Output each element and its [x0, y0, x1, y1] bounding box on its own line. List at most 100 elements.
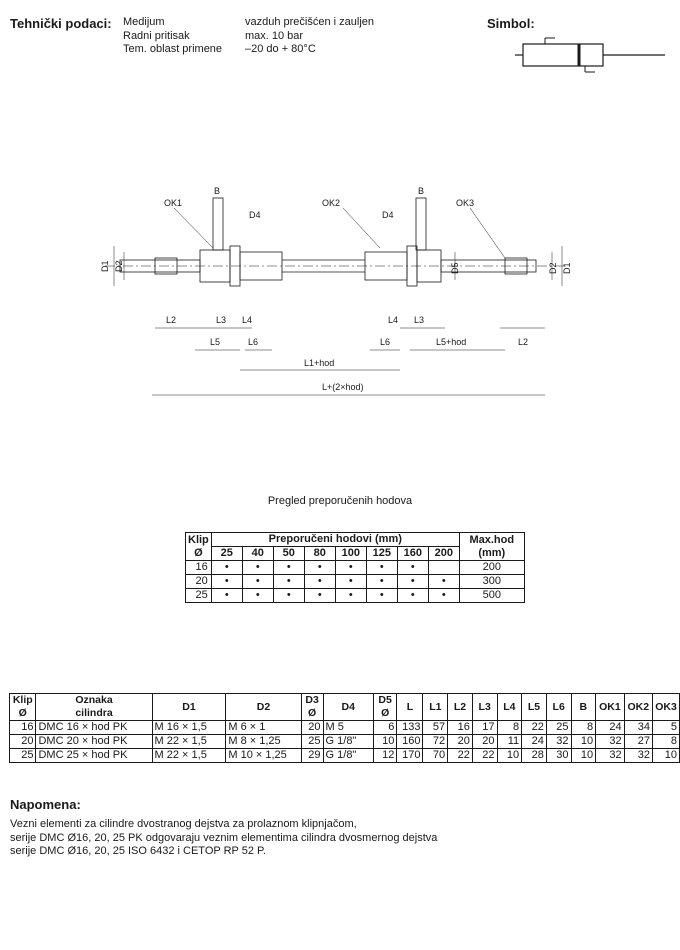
dims-header-cell: L2: [447, 693, 473, 721]
tech-key: Radni pritisak: [123, 29, 190, 42]
note-title: Napomena:: [10, 797, 81, 812]
max-cell: 300: [458, 574, 525, 589]
dims-cell: M 22 × 1,5: [151, 748, 227, 763]
dims-cell: 28: [521, 748, 547, 763]
dims-cell: 6: [372, 720, 398, 735]
dim-L1hod: L1+hod: [304, 358, 334, 368]
cylinder-symbol-icon: [515, 37, 665, 73]
dims-cell: 8: [496, 720, 523, 735]
dim-L6-left: L6: [248, 337, 258, 347]
dims-header-cell: OK1: [595, 693, 625, 721]
dims-cell: 16: [8, 720, 37, 735]
dim-L2-right: L2: [518, 337, 528, 347]
tech-value: –20 do + 80°C: [245, 43, 316, 55]
dims-header-text: L: [406, 700, 414, 713]
dims-header-text: L5: [527, 700, 541, 713]
dims-header-cell: L4: [496, 693, 523, 721]
label-OK2: OK2: [322, 198, 340, 208]
dim-L2-left: L2: [166, 315, 176, 325]
note-text: Vezni elementi za cilindre dvostranog de…: [10, 818, 437, 859]
dim-B-left: B: [214, 186, 220, 196]
dims-header-text: Ø: [381, 707, 390, 719]
dims-header-text: D4: [341, 700, 355, 713]
dims-cell: 29: [300, 748, 324, 763]
dims-header-text: D1: [182, 700, 196, 713]
table-row: 16 • • • • • • • 200: [185, 560, 525, 575]
dims-header-text: Ø: [18, 707, 27, 719]
dims-header-text: D5: [378, 694, 392, 706]
strokes-group-header: Preporučeni hodovi (mm): [210, 532, 460, 547]
dims-header-text: Ø: [307, 707, 317, 719]
dims-cell: 10: [570, 748, 597, 763]
dims-header-text: OK1: [599, 700, 621, 713]
dims-header-text: L4: [503, 700, 516, 713]
stroke-col: 25: [210, 546, 243, 561]
dims-cell: 20: [8, 734, 37, 749]
mark-cell: •: [334, 588, 367, 603]
dims-header-text: OK3: [655, 700, 677, 713]
mark-cell: •: [303, 574, 336, 589]
klip-sub: Ø: [194, 546, 203, 559]
mark-cell: •: [334, 560, 367, 575]
mark-cell: •: [427, 588, 460, 603]
dims-cell: 5: [652, 720, 680, 735]
dim-D5: D5: [450, 262, 460, 274]
tech-data-table: Medijum vazduh prečišćen i zauljen Radni…: [123, 16, 374, 57]
dim-L5-left: L5: [210, 337, 220, 347]
stroke-col: 125: [365, 546, 398, 561]
stroke-col: 50: [272, 546, 305, 561]
right-rod: [440, 259, 537, 273]
tech-row: Radni pritisak max. 10 bar: [123, 30, 374, 44]
mark-cell: •: [365, 588, 398, 603]
strokes-max-header: Max.hod (mm): [458, 532, 525, 561]
strokes-header-row: Klip Ø Preporučeni hodovi (mm) Max.hod (…: [185, 532, 525, 561]
stroke-col: 80: [303, 546, 336, 561]
stroke-col: 200: [427, 546, 460, 561]
right-foot-plate: [415, 197, 427, 251]
dim-D2-right: D2: [548, 262, 558, 274]
left-end-nut: [154, 257, 178, 275]
dims-cell: 32: [545, 734, 572, 749]
dims-cell: 22: [521, 720, 547, 735]
dims-cell: DMC 16 × hod PK: [35, 720, 153, 735]
tech-value: max. 10 bar: [245, 29, 304, 42]
dims-cell: 25: [8, 748, 37, 763]
dim-D4-left: D4: [249, 210, 261, 220]
dims-cell: 25: [545, 720, 572, 735]
klip-label: Klip: [188, 533, 209, 546]
dims-cell: 32: [595, 734, 625, 749]
dims-cell: 20: [300, 720, 324, 735]
mark-cell: [427, 560, 460, 575]
dims-header-cell: D1: [151, 693, 227, 721]
mark-cell: •: [210, 560, 243, 575]
dims-cell: 32: [623, 748, 654, 763]
dims-cell: 10: [496, 748, 523, 763]
dim-L5hod: L5+hod: [436, 337, 466, 347]
dims-cell: 57: [422, 720, 449, 735]
dims-cell: 27: [623, 734, 654, 749]
dims-cell: M 16 × 1,5: [151, 720, 227, 735]
strokes-table: Klip Ø Preporučeni hodovi (mm) Max.hod (…: [185, 532, 525, 603]
dims-cell: G 1/8": [322, 748, 374, 763]
stroke-col: 160: [396, 546, 429, 561]
dims-cell: 72: [422, 734, 449, 749]
klip-cell: 25: [185, 588, 212, 603]
dims-cell: 32: [595, 748, 625, 763]
dim-L4-right: L4: [388, 315, 398, 325]
dims-header-cell: D4: [322, 693, 374, 721]
dims-header-text: L1: [429, 700, 442, 713]
mark-cell: •: [241, 560, 274, 575]
label-OK3: OK3: [456, 198, 474, 208]
dims-cell: 34: [623, 720, 654, 735]
dims-header-text: D2: [256, 700, 271, 713]
dim-D1-right: D1: [562, 262, 570, 274]
strokes-title: Pregled preporučenih hodova: [267, 495, 413, 507]
label-OK1: OK1: [164, 198, 182, 208]
max-sub: (mm): [478, 546, 506, 559]
dims-header-text: D3: [305, 694, 319, 706]
dims-header-cell: OK2: [623, 693, 654, 721]
